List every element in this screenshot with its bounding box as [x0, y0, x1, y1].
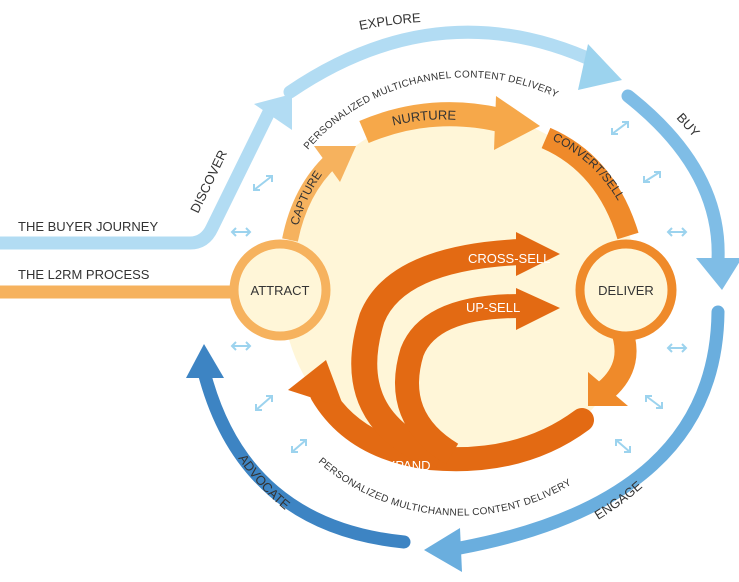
discover-arrowhead: [254, 94, 292, 130]
channel-arrows: [230, 121, 688, 453]
attract-node: [229, 239, 331, 341]
cross-sell-arrowhead: [516, 232, 560, 276]
buy-arrowhead: [696, 258, 739, 290]
two-way-arrow-icon: [645, 395, 663, 409]
l2rm-process-label: THE L2RM PROCESS: [18, 267, 150, 282]
up-sell-label: UP-SELL: [466, 300, 520, 315]
engage-arc: [453, 305, 725, 555]
explore-label: EXPLORE: [358, 10, 422, 33]
two-way-arrow-icon: [255, 395, 273, 411]
up-sell-arrowhead: [516, 288, 560, 330]
up-sell-arrow: [395, 294, 521, 465]
two-way-arrow-icon: [643, 171, 661, 183]
explore-arc: [283, 25, 603, 99]
two-way-arrow-icon: [615, 439, 631, 453]
buyer-journey-line: [0, 103, 277, 250]
attract-label: ATTRACT: [251, 283, 310, 298]
advocate-arc: [197, 365, 411, 549]
buyer-journey-label: THE BUYER JOURNEY: [18, 219, 158, 234]
two-way-arrow-icon: [666, 227, 688, 237]
expand-arrowhead: [288, 360, 344, 408]
cross-sell-arrow: [351, 239, 521, 471]
buy-arc: [621, 89, 725, 267]
advocate-arrowhead: [186, 344, 224, 378]
two-way-arrow-icon: [666, 343, 688, 353]
explore-arrowhead: [578, 44, 622, 90]
deliver-down-arrowhead: [588, 372, 628, 406]
two-way-arrow-icon: [230, 227, 252, 237]
nurture-arrowhead: [494, 96, 540, 150]
capture-arrow: [282, 154, 338, 242]
engage-arrowhead: [424, 528, 462, 572]
capture-arrowhead: [314, 146, 356, 182]
convert-sell-arrow: [541, 127, 639, 240]
two-way-arrow-icon: [291, 439, 307, 453]
two-way-arrow-icon: [253, 175, 273, 191]
two-way-arrow-icon: [611, 121, 629, 135]
cross-sell-label: CROSS-SELL: [468, 251, 550, 266]
advocate-label: ADVOCATE: [236, 451, 294, 512]
nurture-arrow: [359, 102, 503, 144]
two-way-arrow-icon: [230, 341, 252, 351]
deliver-label: DELIVER: [598, 283, 654, 298]
expand-label: EXPAND: [378, 458, 431, 473]
deliver-node: [575, 239, 677, 341]
